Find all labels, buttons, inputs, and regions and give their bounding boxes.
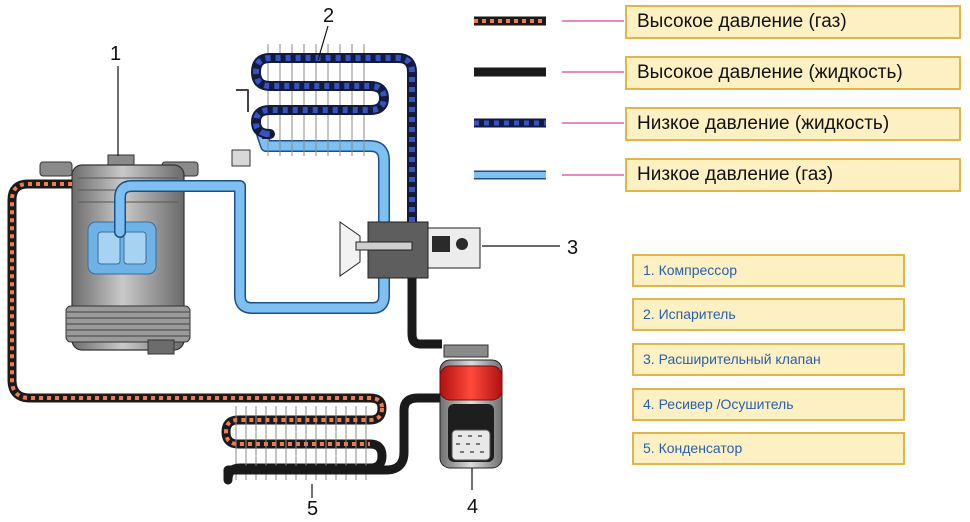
receiver-drier [439, 344, 503, 469]
part-item-receiver-drier: 4. Ресивер /Осушитель [632, 388, 905, 421]
evaporator [231, 44, 417, 222]
part-item-expansion-valve: 3. Расширительный клапан [632, 343, 905, 376]
condenser [221, 406, 387, 480]
part-item-condenser: 5. Конденсатор [632, 432, 905, 465]
callout-leaders [117, 25, 560, 498]
compressor [39, 154, 199, 355]
legend-high-pressure-liquid: Высокое давление (жидкость) [625, 56, 961, 90]
part-item-compressor: 1. Компрессор [632, 254, 905, 287]
legend-swatches [474, 16, 624, 180]
legend-low-pressure-gas: Низкое давление (газ) [625, 158, 961, 192]
pipe-high-pressure-liquid [223, 250, 442, 485]
callout-compressor: 1 [108, 43, 124, 65]
callout-receiver-drier: 4 [465, 496, 481, 518]
callout-condenser: 5 [305, 498, 321, 520]
compressor-pulley [65, 305, 191, 343]
legend-high-pressure-gas: Высокое давление (газ) [625, 5, 961, 39]
pipe-high-pressure-gas [7, 179, 387, 409]
legend-low-pressure-liquid: Низкое давление (жидкость) [625, 107, 961, 141]
callout-evaporator: 2 [321, 5, 337, 27]
pipe-low-pressure-gas [114, 128, 390, 314]
expansion-valve [339, 221, 481, 279]
callout-expansion-valve: 3 [565, 237, 581, 259]
part-item-evaporator: 2. Испаритель [632, 298, 905, 331]
